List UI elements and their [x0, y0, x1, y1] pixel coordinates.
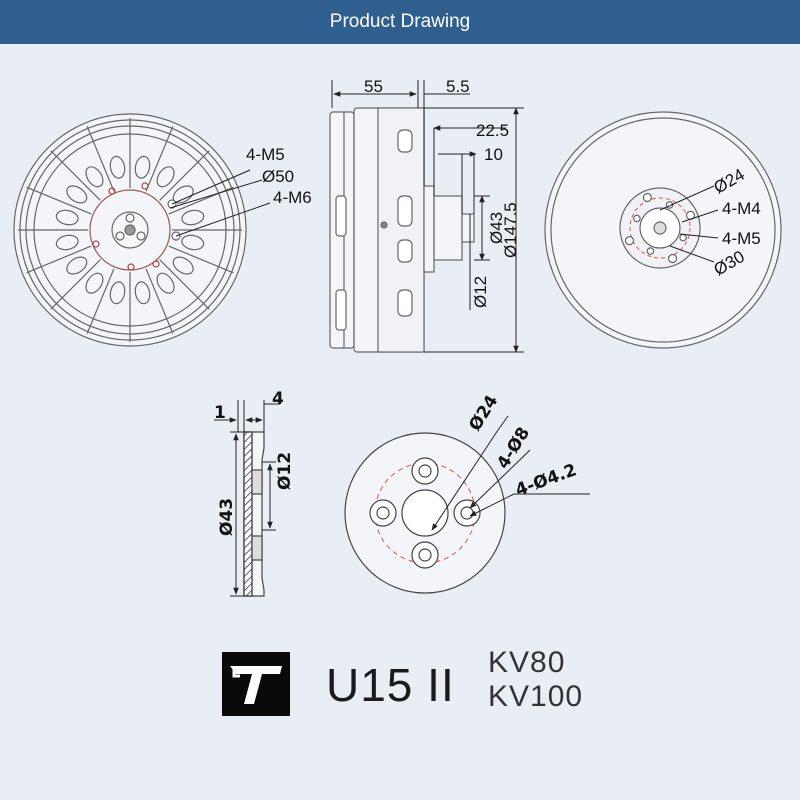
rotor-spoke [145, 126, 174, 192]
rotor-window [156, 166, 175, 188]
mounting-hole [646, 247, 655, 255]
rotor-spoke [86, 126, 115, 192]
rotor-window [156, 272, 175, 294]
mount-side-label-d12: Ø12 [275, 452, 295, 490]
motor-back-view [544, 111, 782, 349]
front-label-d50: Ø50 [262, 167, 294, 186]
mount-front-leaders [431, 415, 590, 531]
rotor-spoke [86, 268, 115, 334]
side-label-55: 55 [364, 77, 383, 96]
t-motor-logo-icon [222, 652, 290, 716]
front-label-4m6: 4-M6 [273, 188, 312, 207]
rotor-spoke [145, 268, 174, 334]
rotor-window [181, 209, 205, 226]
rotor-spoke [26, 245, 92, 274]
motor-side-dims [331, 80, 524, 353]
rotor-window [55, 234, 79, 251]
rotor-spoke [26, 186, 92, 215]
mount-side-view [243, 431, 265, 597]
rotor-window [66, 256, 88, 275]
rotor-window [109, 155, 126, 179]
motor-front-leaders [169, 169, 271, 237]
rotor-window [109, 281, 126, 305]
header-bar: Product Drawing [0, 0, 800, 44]
mount-side-label-d43: Ø43 [217, 498, 237, 536]
rotor-window [172, 256, 194, 275]
rotor-spoke [50, 259, 101, 310]
rotor-window [85, 272, 104, 294]
mount-front-label-4d4-2: 4-Ø4.2 [513, 460, 579, 500]
rotor-window [134, 281, 151, 305]
side-label-d12: Ø12 [471, 276, 490, 308]
rotor-window [134, 155, 151, 179]
back-label-4m5: 4-M5 [722, 229, 761, 248]
model-name: U15 II [326, 659, 455, 711]
motor-side-view [329, 107, 475, 353]
mount-side-label-1: 1 [214, 403, 226, 423]
motor-back-leaders [659, 185, 719, 263]
kv-rating-2: KV100 [488, 680, 584, 713]
rotor-spoke [159, 150, 210, 201]
rotor-spoke [168, 245, 234, 274]
mounting-hole [624, 236, 635, 246]
rotor-window [181, 234, 205, 251]
side-label-d43: Ø43 [487, 212, 506, 244]
rotor-window [85, 166, 104, 188]
side-label-22-5: 22.5 [476, 121, 509, 140]
mount-front-label-d24: Ø24 [465, 392, 502, 435]
side-label-10: 10 [484, 145, 503, 164]
mounting-hole [668, 253, 678, 264]
mounting-hole [679, 233, 687, 242]
back-label-4m4: 4-M4 [722, 199, 761, 218]
side-label-5-5: 5.5 [446, 77, 470, 96]
mount-front-view [344, 432, 506, 594]
mounting-hole [633, 214, 641, 223]
mount-side-label-4: 4 [272, 389, 284, 409]
kv-rating-1: KV80 [488, 646, 566, 679]
rotor-window [55, 209, 79, 226]
rotor-window [66, 185, 88, 204]
rotor-spoke [50, 150, 101, 201]
rotor-spoke [159, 259, 210, 310]
motor-front-view [13, 113, 247, 347]
mounting-hole [642, 192, 652, 203]
mount-front-label-4d8: 4-Ø8 [493, 424, 534, 473]
side-label-d147-5: Ø147.5 [501, 202, 520, 258]
mount-side-dims [214, 400, 280, 597]
page-title: Product Drawing [329, 11, 471, 32]
front-label-4m5: 4-M5 [246, 145, 285, 164]
